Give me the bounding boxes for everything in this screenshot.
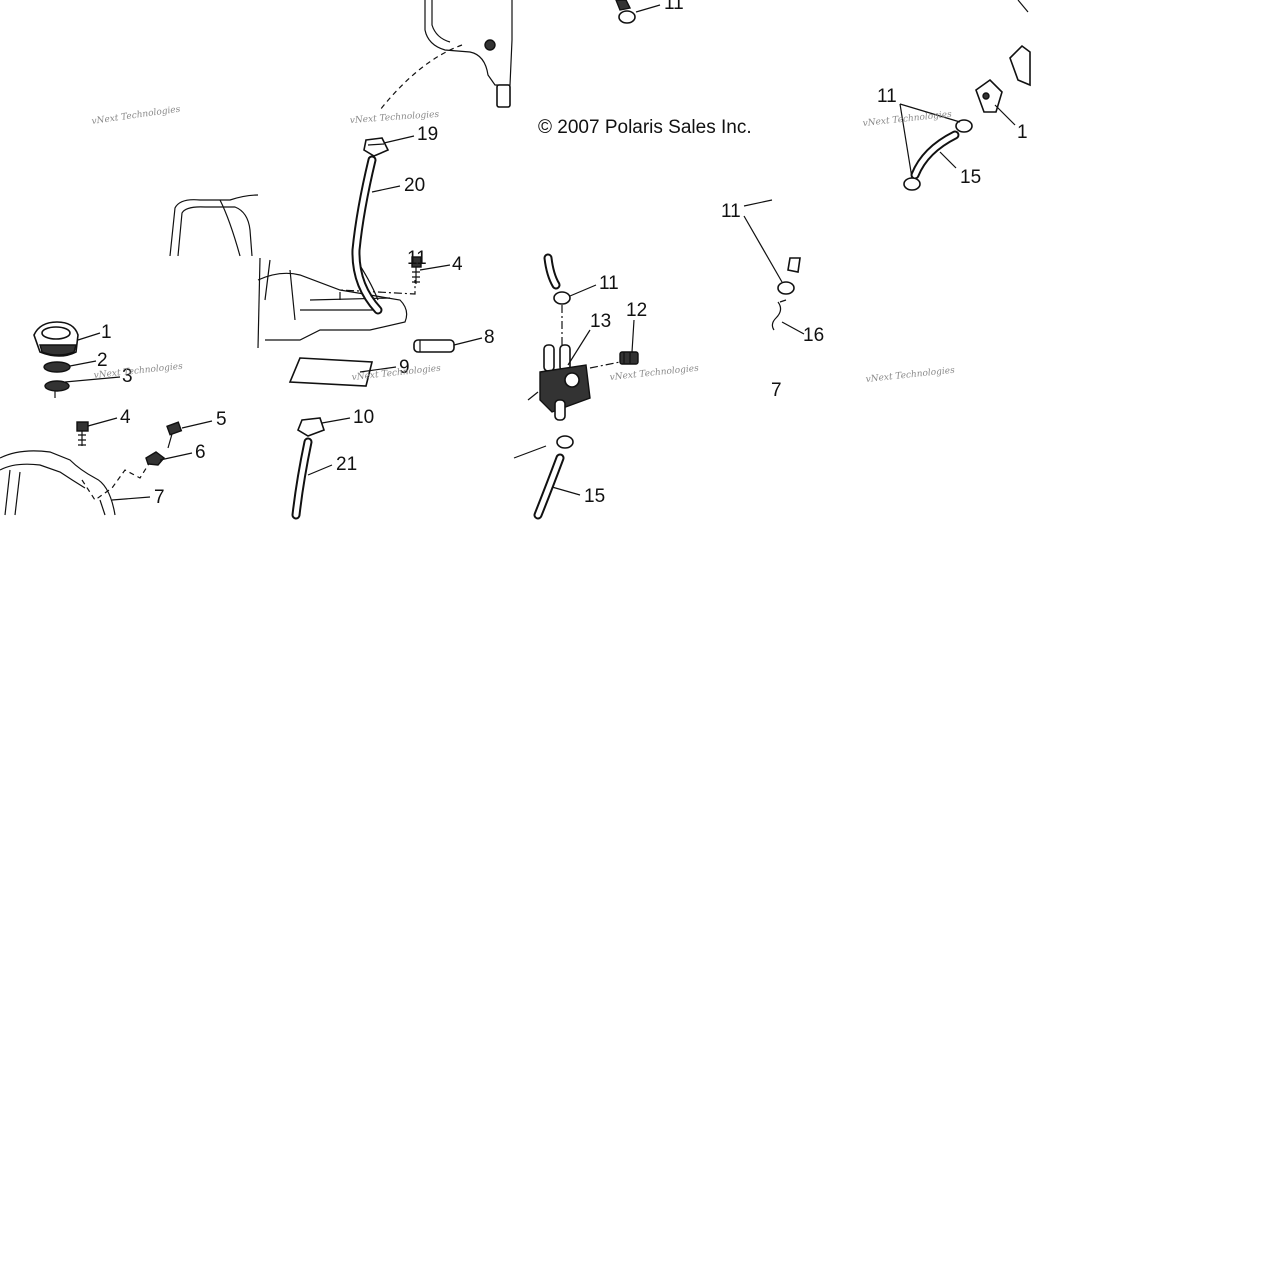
fuel-tank-top-drawing xyxy=(379,0,513,111)
callout-11-right: 11 xyxy=(877,86,897,107)
clamp-19 xyxy=(363,137,390,157)
watermark: vNext Technologies xyxy=(609,364,699,383)
callout-20: 20 xyxy=(404,175,425,196)
body-panel-center-drawing xyxy=(257,257,416,349)
callout-4-center: 4 xyxy=(452,254,463,275)
screw-4-center xyxy=(411,256,422,284)
callout-10: 10 xyxy=(353,407,374,428)
clamp-11-top xyxy=(615,0,636,24)
callout-5: 5 xyxy=(216,409,227,430)
callout-7-left: 7 xyxy=(154,487,165,508)
callout-2: 2 xyxy=(97,350,108,371)
callout-15-upper: 15 xyxy=(960,167,981,188)
body-panel-left-drawing xyxy=(169,194,259,257)
copyright-notice: © 2007 Polaris Sales Inc. xyxy=(538,117,752,138)
decal-9 xyxy=(288,357,374,387)
clamp-10 xyxy=(297,417,326,437)
screw-5 xyxy=(166,421,183,449)
fuel-cap-1 xyxy=(33,321,79,357)
callout-4-left: 4 xyxy=(120,407,131,428)
fuel-valve-13 xyxy=(527,253,621,421)
clamp-11-lower xyxy=(556,435,574,449)
fuel-tank-lower-drawing xyxy=(0,450,151,516)
callout-11-center: 11 xyxy=(407,248,427,269)
callout-21: 21 xyxy=(336,454,357,475)
hose-15-upper xyxy=(910,130,960,180)
callout-9: 9 xyxy=(399,357,410,378)
hose-21 xyxy=(291,437,313,520)
clamp-11-right-a xyxy=(955,119,973,133)
callout-3: 3 xyxy=(122,366,133,387)
callout-11-top: 11 xyxy=(664,0,684,14)
callout-8: 8 xyxy=(484,327,495,348)
watermark: vNext Technologies xyxy=(865,366,955,385)
callout-19: 19 xyxy=(417,124,438,145)
callout-15-lower: 15 xyxy=(584,486,605,507)
screw-12 xyxy=(619,351,639,365)
gasket-2 xyxy=(43,361,71,373)
callout-1-right: 1 xyxy=(1017,122,1028,143)
part-8 xyxy=(413,339,455,353)
screw-4-left xyxy=(76,421,89,446)
ring-3 xyxy=(44,380,70,398)
callout-1: 1 xyxy=(101,322,112,343)
watermarks: vNext Technologies vNext Technologies vN… xyxy=(91,105,956,385)
line-16 xyxy=(771,299,787,331)
callout-6: 6 xyxy=(195,442,206,463)
clamp-11-right-b xyxy=(903,177,921,191)
watermark: vNext Technologies xyxy=(91,105,181,127)
hose-15-lower xyxy=(513,445,565,520)
watermark: vNext Technologies xyxy=(862,110,952,129)
hose-20 xyxy=(351,155,383,315)
callout-11-valve: 11 xyxy=(599,273,619,294)
leader-lines xyxy=(64,4,1016,501)
callouts: 1 2 3 4 5 6 7 4 8 9 10 11 19 20 21 11 12… xyxy=(97,0,1028,508)
callout-16: 16 xyxy=(803,325,824,346)
callout-12: 12 xyxy=(626,300,647,321)
part-17 xyxy=(975,0,1031,113)
nut-6 xyxy=(145,451,166,466)
clamp-11-mid-right xyxy=(777,257,801,295)
callout-13: 13 xyxy=(590,311,611,332)
callout-7-right: 7 xyxy=(771,380,782,401)
callout-11-mid-right: 11 xyxy=(721,201,741,222)
